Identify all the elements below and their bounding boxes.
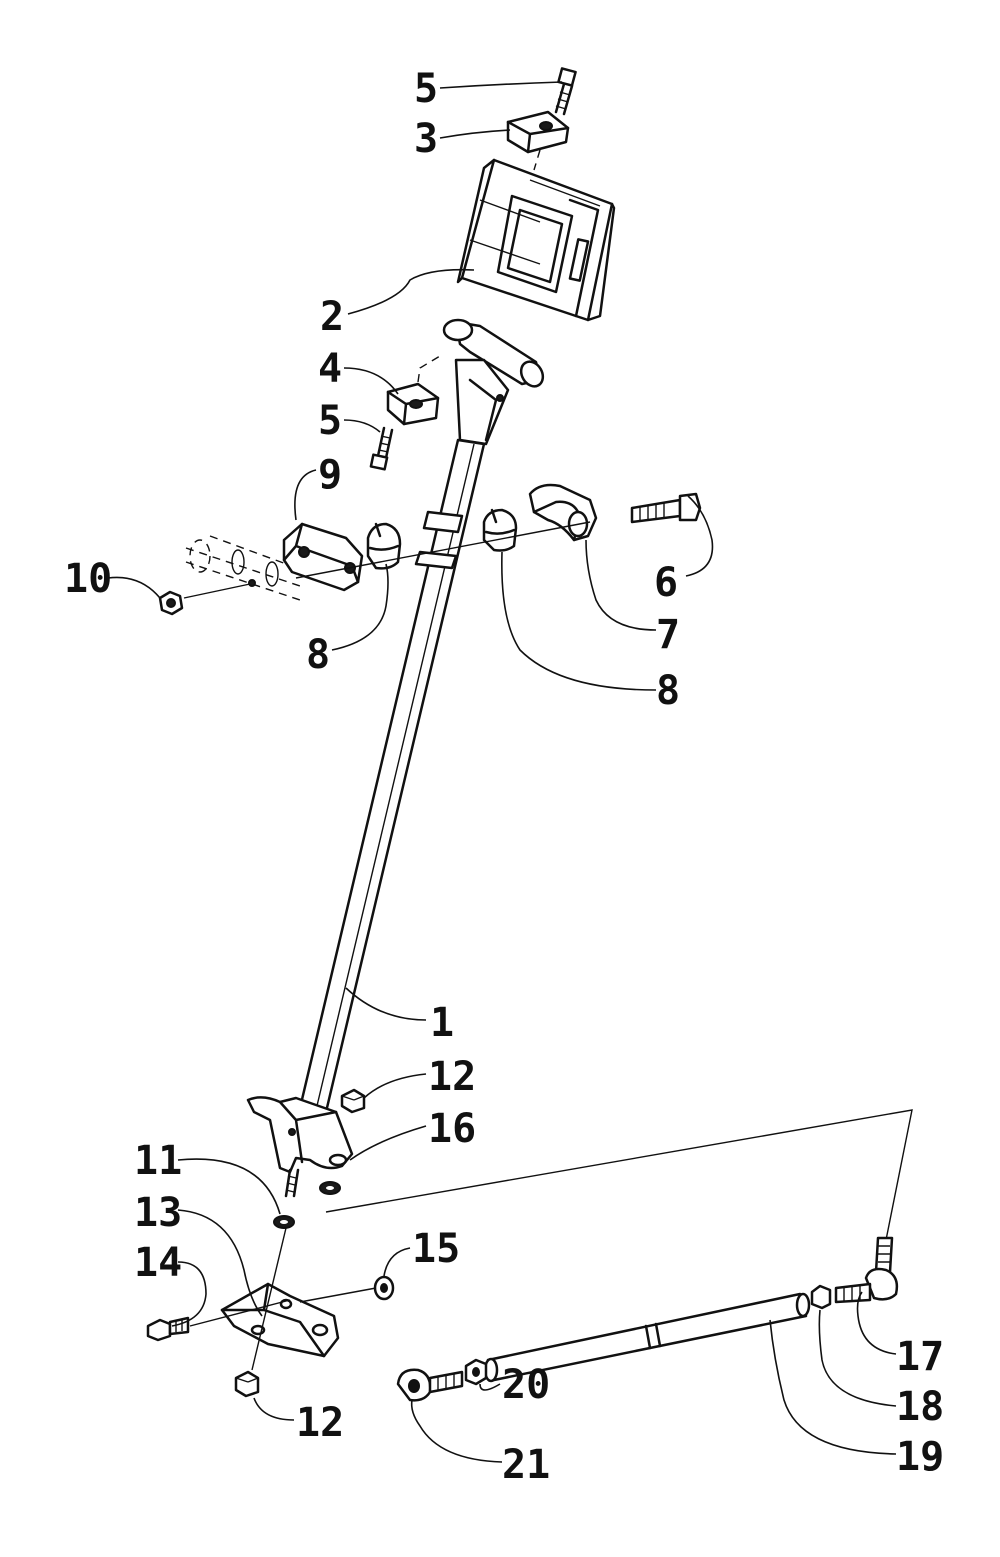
handlebar-clamp-top bbox=[506, 110, 570, 154]
callout-19: 19 bbox=[896, 1434, 944, 1480]
assembly-axis-line bbox=[295, 521, 591, 579]
spacer-axis-line bbox=[299, 1287, 377, 1303]
callout-12-lower: 12 bbox=[296, 1400, 344, 1446]
bushing-right bbox=[482, 508, 518, 552]
callout-9: 9 bbox=[318, 452, 342, 498]
callout-5-lower: 5 bbox=[318, 398, 342, 444]
callout-5-top: 5 bbox=[414, 66, 438, 112]
callout-6: 6 bbox=[654, 560, 678, 606]
callout-2: 2 bbox=[320, 294, 344, 340]
nut-axis-line bbox=[183, 583, 251, 599]
jam-nut-left bbox=[464, 1358, 488, 1386]
hex-nut-upper bbox=[340, 1088, 366, 1114]
tie-rod bbox=[483, 1292, 811, 1383]
clamp-bolt bbox=[630, 492, 702, 524]
hex-nut-lower bbox=[234, 1370, 260, 1398]
handlebar-pad bbox=[456, 158, 616, 322]
steering-post-upper bbox=[442, 318, 545, 446]
flange-nut bbox=[158, 590, 184, 616]
steering-arm-bracket bbox=[220, 1282, 340, 1358]
callout-10: 10 bbox=[64, 556, 112, 602]
tie-rod-relation-line bbox=[325, 1109, 913, 1241]
callout-1: 1 bbox=[430, 1000, 454, 1046]
bushing-left bbox=[366, 522, 402, 570]
callout-11: 11 bbox=[134, 1138, 182, 1184]
frame-tube-reference bbox=[185, 535, 309, 601]
washer-11 bbox=[273, 1215, 295, 1229]
callout-20: 20 bbox=[502, 1362, 550, 1408]
steering-post-base bbox=[246, 1096, 354, 1198]
handlebar-clamp-lower bbox=[386, 382, 440, 426]
stud-axis-line bbox=[251, 1227, 287, 1371]
callout-15: 15 bbox=[412, 1226, 460, 1272]
post-bracket bbox=[282, 522, 364, 592]
cap-screw-lower bbox=[369, 426, 394, 471]
post-clamp-right bbox=[528, 483, 598, 542]
callout-14: 14 bbox=[134, 1240, 182, 1286]
callout-8-right: 8 bbox=[656, 668, 680, 714]
callout-21: 21 bbox=[502, 1442, 550, 1488]
callout-7: 7 bbox=[656, 612, 680, 658]
callout-17: 17 bbox=[896, 1334, 944, 1380]
steering-post-shaft bbox=[298, 438, 486, 1114]
bracket-bolt bbox=[146, 1316, 190, 1342]
leader-lines bbox=[107, 81, 897, 1463]
cap-screw-top bbox=[554, 67, 577, 116]
callout-16: 16 bbox=[428, 1106, 476, 1152]
guide-line-4 bbox=[417, 355, 441, 383]
callout-13: 13 bbox=[134, 1190, 182, 1236]
washer-16 bbox=[319, 1181, 341, 1195]
guide-line-3 bbox=[533, 149, 541, 171]
callout-labels: 5 3 2 4 5 9 10 6 7 8 8 1 12 16 11 13 14 … bbox=[64, 66, 944, 1488]
spacer bbox=[373, 1275, 395, 1301]
callout-4: 4 bbox=[318, 346, 342, 392]
callout-3: 3 bbox=[414, 116, 438, 162]
jam-nut-right bbox=[810, 1284, 832, 1310]
callout-8-left: 8 bbox=[306, 632, 330, 678]
tie-rod-end-left bbox=[396, 1368, 464, 1402]
bolt-axis-line bbox=[189, 1299, 291, 1327]
callout-12-upper: 12 bbox=[428, 1054, 476, 1100]
callout-18: 18 bbox=[896, 1384, 944, 1430]
tie-rod-end-right bbox=[834, 1236, 899, 1304]
